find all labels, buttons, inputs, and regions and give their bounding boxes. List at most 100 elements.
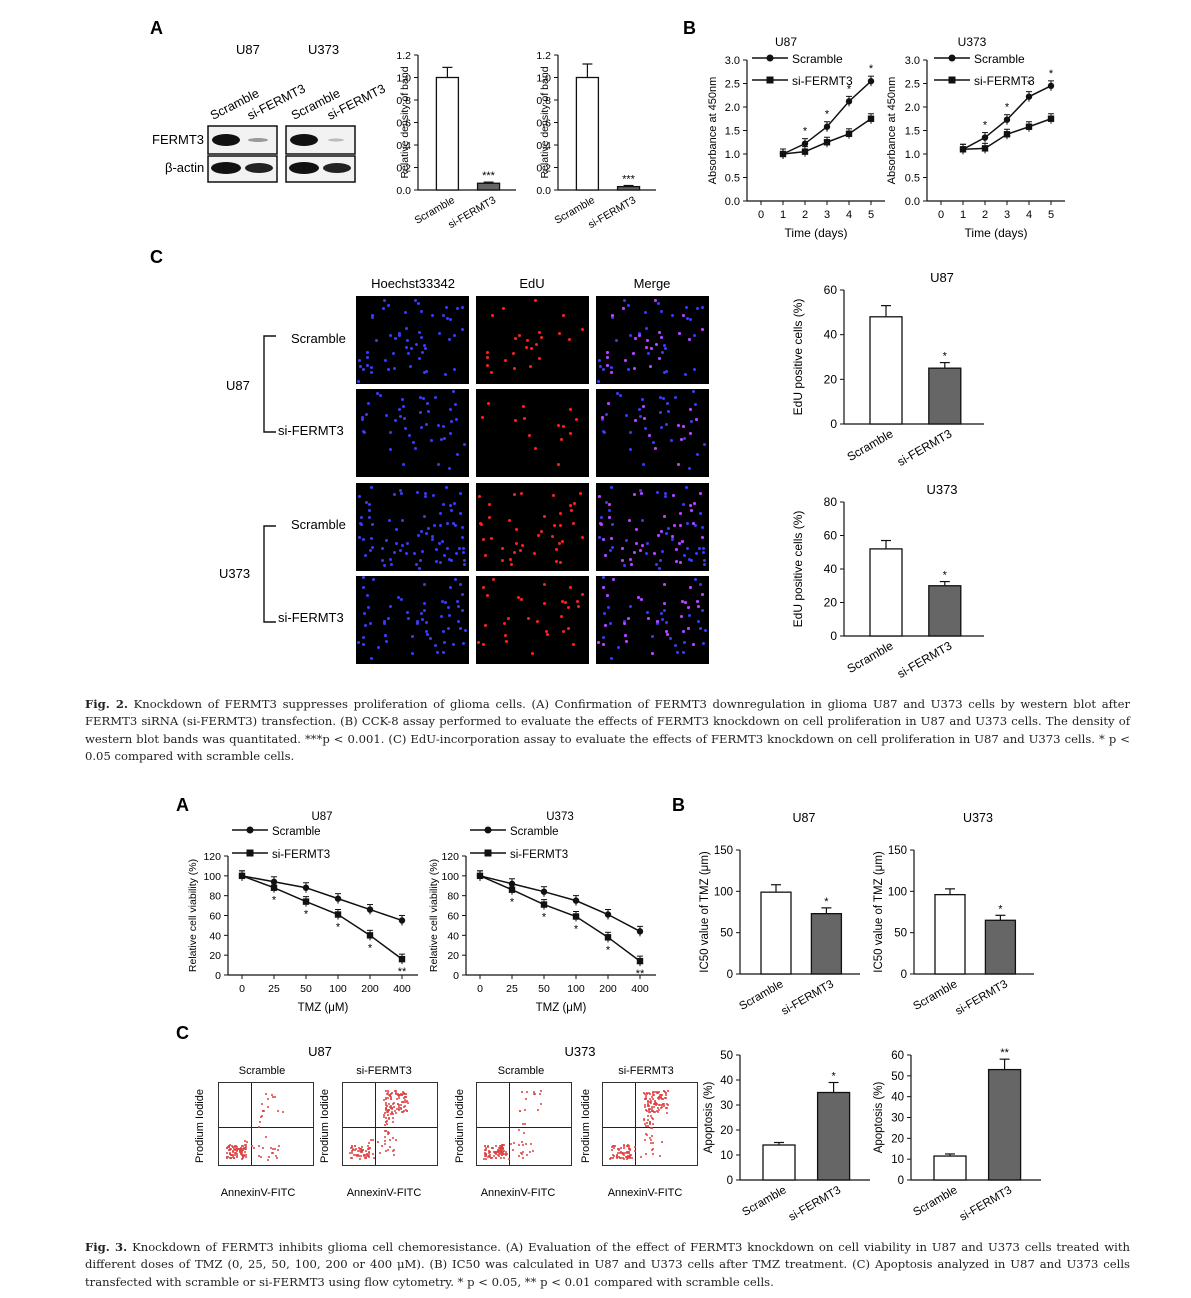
event-dot [361,1151,364,1154]
event-dot [501,1145,504,1148]
event-dot [260,1116,263,1119]
nucleus-dot [417,566,421,570]
event-dot [650,1126,653,1129]
significance-mark: * [368,942,373,954]
y-tick-label: 1.0 [905,149,920,161]
nucleus-dot [598,364,602,368]
edu-group-u87: U87 [226,378,250,393]
event-dot [484,1157,487,1160]
nucleus-dot [645,551,649,555]
event-dot [226,1146,229,1149]
event-dot [387,1090,390,1093]
edu-dot [650,652,654,656]
data-point [823,139,831,146]
nucleus-dot [437,462,440,466]
nucleus-dot [423,608,427,612]
event-dot [391,1091,394,1094]
event-dot [274,1147,277,1150]
event-dot [657,1097,660,1100]
event-dot [405,1110,408,1113]
y-tick-label: 1.0 [396,73,411,85]
event-dot [351,1146,354,1149]
edu-dot [481,586,485,590]
nucleus-dot [366,364,370,368]
significance-mark: * [847,83,852,95]
edu-dot [502,622,506,626]
y-axis-label: Absorbance at 450nm [707,77,719,185]
event-dot [277,1148,280,1151]
flow-ylabel-2: Prodium Iodide [319,1089,331,1163]
event-dot [383,1099,386,1102]
event-dot [517,1155,520,1158]
event-dot [625,1155,628,1158]
edu-dot [483,624,487,628]
event-dot [521,1157,524,1160]
edu-dot [634,528,638,532]
edu-dot [601,537,605,541]
y-tick-label: 100 [714,886,733,898]
flow-ylabel-1: Prodium Iodide [194,1089,206,1163]
event-dot [618,1157,621,1160]
x-tick-label: 0 [938,209,944,221]
event-dot [354,1145,357,1148]
event-dot [264,1092,267,1095]
event-dot [663,1090,666,1093]
nucleus-dot [638,408,642,412]
y-tick-label: 40 [447,930,459,942]
edu-dot [522,416,526,420]
nucleus-dot [414,447,418,451]
legend-label: si-FERMT3 [272,849,330,861]
nucleus-dot [426,526,430,530]
event-dot [646,1133,649,1136]
nucleus-dot [624,539,628,543]
nucleus-dot [397,595,401,599]
event-dot [644,1097,647,1100]
nucleus-dot [370,536,374,540]
data-point [572,897,580,904]
nucleus-dot [363,624,367,628]
y-tick-label: 0.0 [725,196,740,208]
event-dot [651,1123,654,1126]
nucleus-dot [365,412,369,416]
event-dot [517,1128,520,1131]
event-dot [484,1146,487,1149]
y-tick-label: 40 [891,1092,904,1104]
event-dot [268,1155,271,1158]
data-point [981,145,989,152]
nucleus-dot [420,310,424,314]
x-tick-label: 3 [824,209,830,221]
nucleus-dot [448,432,452,436]
edu-dot [695,600,699,604]
nucleus-dot [376,646,380,650]
edu-dot [569,408,573,412]
nucleus-dot [654,563,658,567]
nucleus-dot [356,641,360,645]
event-dot [229,1151,232,1154]
nucleus-dot [614,338,618,342]
legend-marker [484,849,492,857]
nucleus-dot [462,546,466,550]
x-tick-label: 200 [599,983,617,995]
event-dot [275,1155,278,1158]
flow-xlabel-3: AnnexinV-FITC [481,1187,556,1199]
legend-label: si-FERMT3 [510,849,568,861]
significance-mark: * [272,895,277,907]
event-dot [651,1096,654,1099]
y-tick-label: 10 [720,1150,733,1162]
event-dot [666,1111,669,1114]
y-tick-label: 100 [203,871,221,883]
event-dot [650,1110,653,1113]
nucleus-dot [423,347,427,351]
event-dot [521,1143,524,1146]
edu-dot [632,366,636,370]
y-tick-label: 3.0 [725,55,740,67]
event-dot [386,1120,389,1123]
y-tick-label: 0 [215,970,221,982]
event-dot [626,1155,629,1158]
event-dot [502,1143,505,1146]
event-dot [494,1153,497,1156]
bar-si-fermt3 [928,367,962,425]
significance-mark: * [1049,68,1054,80]
event-dot [235,1145,238,1148]
nucleus-dot [410,652,414,656]
